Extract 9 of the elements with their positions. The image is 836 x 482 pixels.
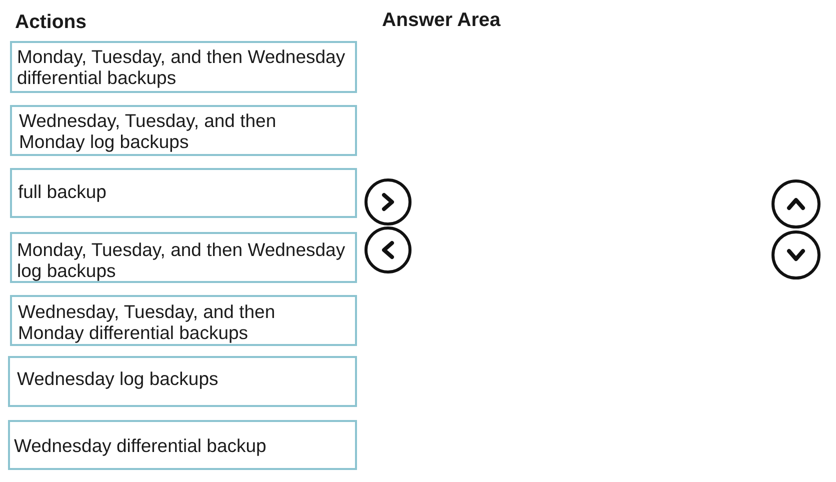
section-heading: Actions bbox=[15, 10, 87, 34]
action-tile: Wednesday, Tuesday, and then Monday log backups bbox=[10, 105, 357, 156]
action-tile: full backup bbox=[10, 168, 357, 218]
action-tile: Wednesday, Tuesday, and then Monday differential backups bbox=[10, 295, 357, 346]
action-tile: Monday, Tuesday, and then Wednesday differential backups bbox=[10, 41, 357, 93]
action-tile: Wednesday differential backup bbox=[8, 420, 357, 470]
action-tile: Wednesday log backups bbox=[8, 356, 357, 407]
action-tile: Monday, Tuesday, and then Wednesday log backups bbox=[10, 232, 357, 283]
section-heading: Answer Area bbox=[382, 8, 500, 32]
